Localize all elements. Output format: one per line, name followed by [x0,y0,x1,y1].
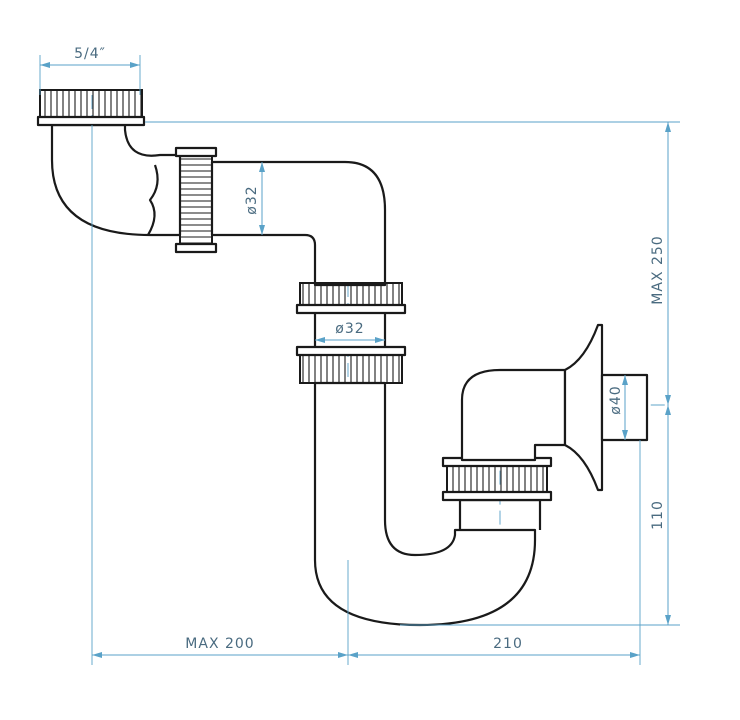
upper-coupling-nut [174,146,218,254]
outlet-coupling-nut [441,456,553,502]
outlet-elbow [460,368,567,462]
dimension-lines [39,55,680,665]
trap-width-label: 210 [493,636,523,652]
middle-diameter-label: ø32 [335,321,364,337]
inlet-thread-label: 5/4″ [74,46,106,62]
upper-pipe [210,160,387,287]
upper-diameter-label: ø32 [244,185,260,214]
max-height-label: MAX 250 [650,235,666,304]
outlet-diameter-label: ø40 [608,385,624,414]
wall-flange [563,323,649,492]
max-width-label: MAX 200 [185,636,254,652]
outlet-height-label: 110 [650,500,666,530]
inlet-elbow [50,123,182,237]
inlet-nut [36,89,146,127]
